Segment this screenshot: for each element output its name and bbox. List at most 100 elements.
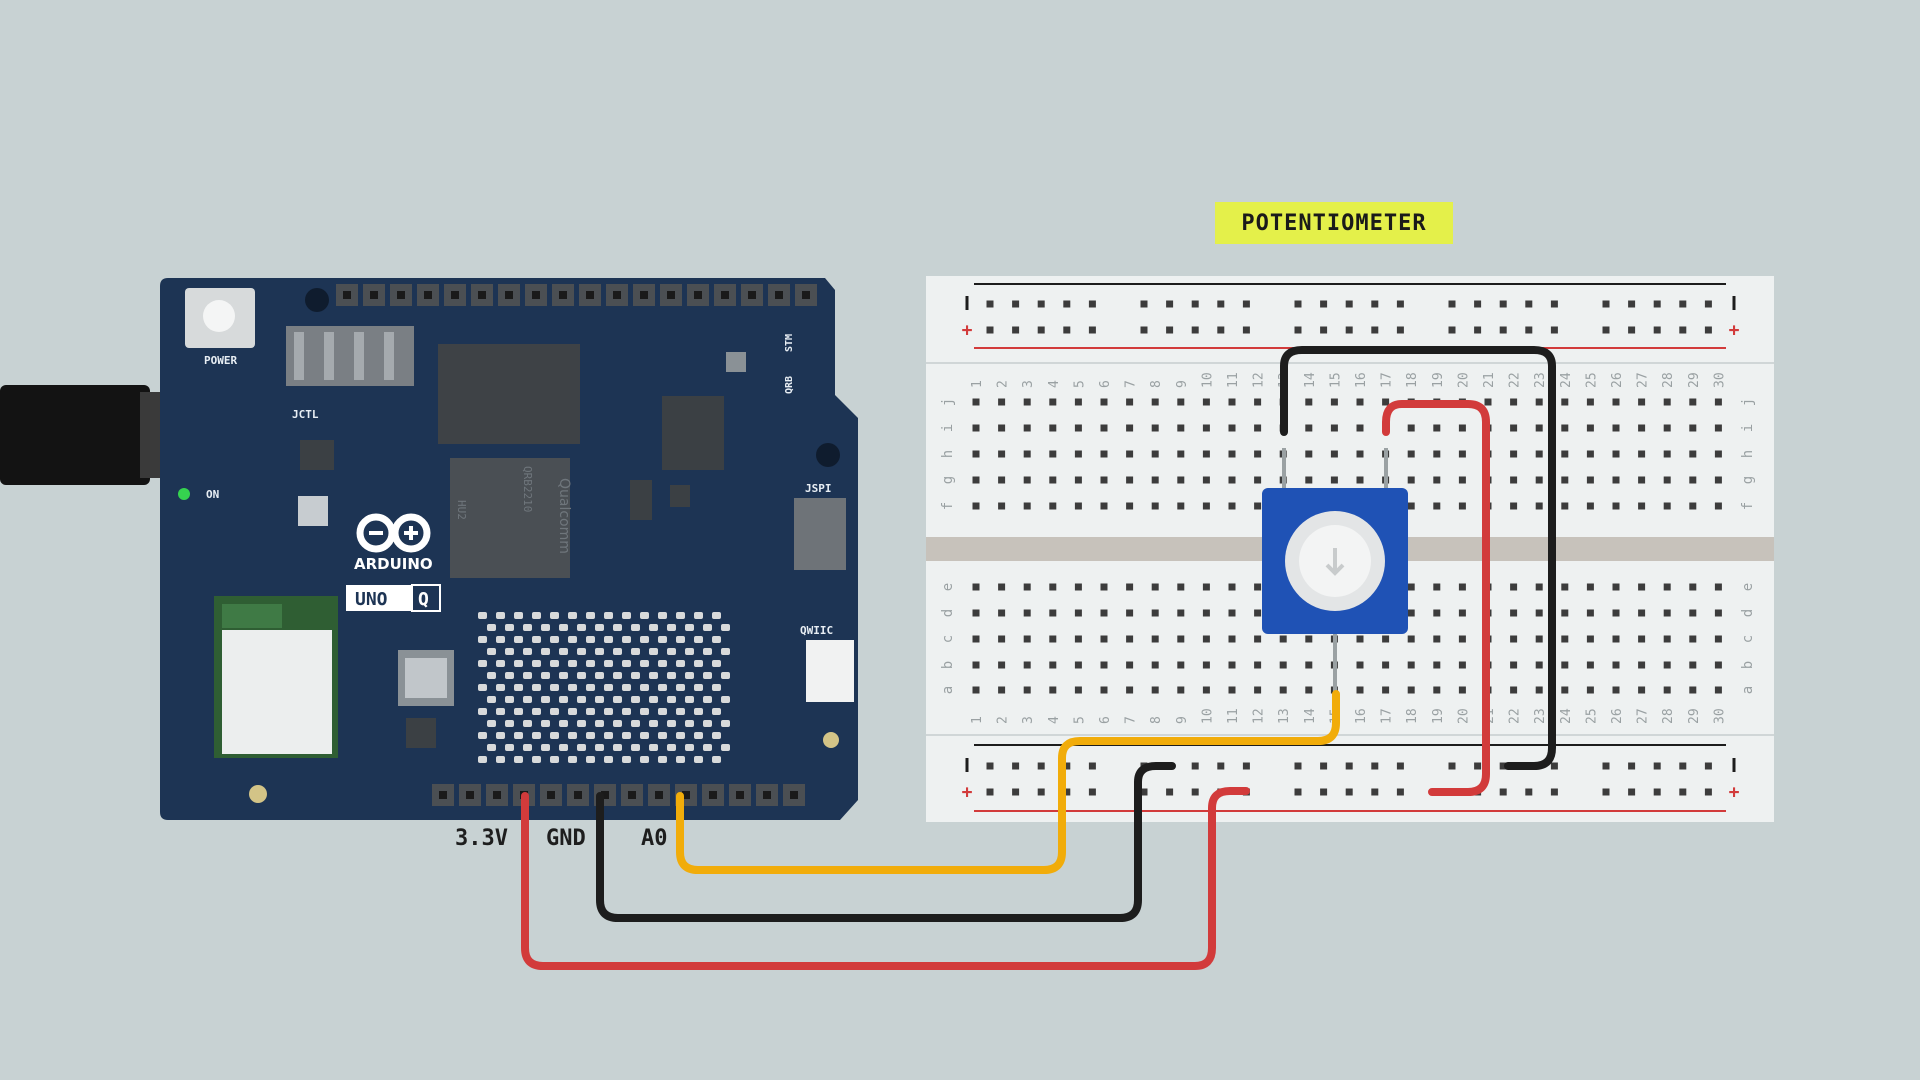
potentiometer — [1262, 448, 1408, 694]
jctl-header — [286, 326, 414, 386]
breadboard-hole — [1202, 609, 1210, 617]
breadboard-hole — [1586, 450, 1594, 458]
led-dot — [523, 672, 532, 679]
breadboard-hole — [1663, 661, 1671, 669]
led-dot — [694, 756, 703, 763]
wire-black-gnd — [596, 762, 1176, 922]
led-dot — [478, 708, 487, 715]
wire-yellow-a0 — [676, 690, 1340, 874]
led-dot — [577, 744, 586, 751]
breadboard-hole — [1023, 583, 1031, 591]
breadboard-hole — [1663, 686, 1671, 694]
led-dot — [586, 660, 595, 667]
breadboard-hole — [972, 502, 980, 510]
led-dot — [568, 660, 577, 667]
breadboard-hole — [1407, 583, 1415, 591]
rail-minus-sign — [1732, 758, 1736, 772]
column-number-bottom: 26 — [1610, 708, 1625, 724]
pin-label-gnd: GND — [546, 826, 586, 851]
rail-hole — [1320, 762, 1328, 770]
breadboard-hole — [1202, 476, 1210, 484]
breadboard-hole — [972, 398, 980, 406]
breadboard-hole — [1407, 502, 1415, 510]
breadboard-hole — [1689, 398, 1697, 406]
column-number-top: 15 — [1328, 372, 1343, 388]
led-dot — [568, 636, 577, 643]
led-dot — [640, 612, 649, 619]
breadboard-hole — [1023, 424, 1031, 432]
breadboard-hole — [1279, 661, 1287, 669]
rail-hole — [986, 300, 994, 308]
led-dot — [649, 744, 658, 751]
header-pin-hole — [655, 791, 663, 799]
breadboard-hole — [1177, 686, 1185, 694]
rail-hole — [986, 762, 994, 770]
breadboard-hole — [1126, 502, 1134, 510]
rail-hole — [1602, 788, 1610, 796]
breadboard-hole — [1561, 450, 1569, 458]
rail-hole — [1217, 300, 1225, 308]
breadboard-hole — [1458, 583, 1466, 591]
breadboard-hole — [1254, 686, 1262, 694]
led-dot — [712, 636, 721, 643]
breadboard-hole — [1510, 398, 1518, 406]
led-dot — [496, 612, 505, 619]
breadboard-hole — [1458, 686, 1466, 694]
top-header — [336, 284, 817, 306]
breadboard-hole — [1074, 450, 1082, 458]
breadboard-hole — [1151, 635, 1159, 643]
rail-hole — [1320, 326, 1328, 334]
breadboard-hole — [1254, 502, 1262, 510]
pin-label-3v3: 3.3V — [455, 826, 508, 851]
breadboard-hole — [1689, 686, 1697, 694]
rail-hole — [1628, 762, 1636, 770]
row-letter: i — [940, 424, 956, 432]
breadboard-hole — [1663, 583, 1671, 591]
led-dot — [631, 648, 640, 655]
rail-hole — [1550, 788, 1558, 796]
led-dot — [685, 696, 694, 703]
led-dot — [505, 672, 514, 679]
rail-plus-sign: + — [1729, 320, 1740, 341]
rail-hole — [1063, 788, 1071, 796]
breadboard-hole — [1638, 476, 1646, 484]
rail-hole — [1602, 326, 1610, 334]
breadboard-hole — [1126, 609, 1134, 617]
led-dot — [568, 684, 577, 691]
qwiic-connector — [806, 640, 854, 702]
rail-hole — [1448, 326, 1456, 334]
breadboard-hole — [1100, 686, 1108, 694]
led-dot — [721, 744, 730, 751]
breadboard-hole — [1484, 398, 1492, 406]
breadboard-hole — [1202, 661, 1210, 669]
breadboard-hole — [1663, 609, 1671, 617]
led-dot — [505, 744, 514, 751]
mounting-hole — [249, 785, 267, 803]
led-dot — [595, 648, 604, 655]
rail-hole — [1396, 788, 1404, 796]
led-dot — [496, 732, 505, 739]
rail-hole — [1037, 762, 1045, 770]
breadboard-hole — [1356, 686, 1364, 694]
row-letter: b — [940, 661, 956, 669]
silk-qrb: QRB — [784, 376, 795, 394]
column-number-top: 19 — [1431, 372, 1446, 388]
rail-hole — [1371, 788, 1379, 796]
column-number-bottom: 1 — [970, 716, 985, 724]
breadboard-hole — [1714, 686, 1722, 694]
rail-hole — [1525, 326, 1533, 334]
rail-minus-sign — [965, 296, 969, 310]
led-dot — [676, 660, 685, 667]
column-number-top: 25 — [1584, 372, 1599, 388]
breadboard-hole — [998, 424, 1006, 432]
led-dot — [523, 720, 532, 727]
breadboard-hole — [1535, 398, 1543, 406]
led-dot — [586, 708, 595, 715]
breadboard-hole — [1305, 635, 1313, 643]
led-dot — [496, 636, 505, 643]
led-dot — [622, 756, 631, 763]
column-number-bottom: 10 — [1200, 708, 1215, 724]
breadboard-hole — [1151, 476, 1159, 484]
model-suffix: Q — [418, 589, 429, 610]
breadboard-hole — [1638, 450, 1646, 458]
